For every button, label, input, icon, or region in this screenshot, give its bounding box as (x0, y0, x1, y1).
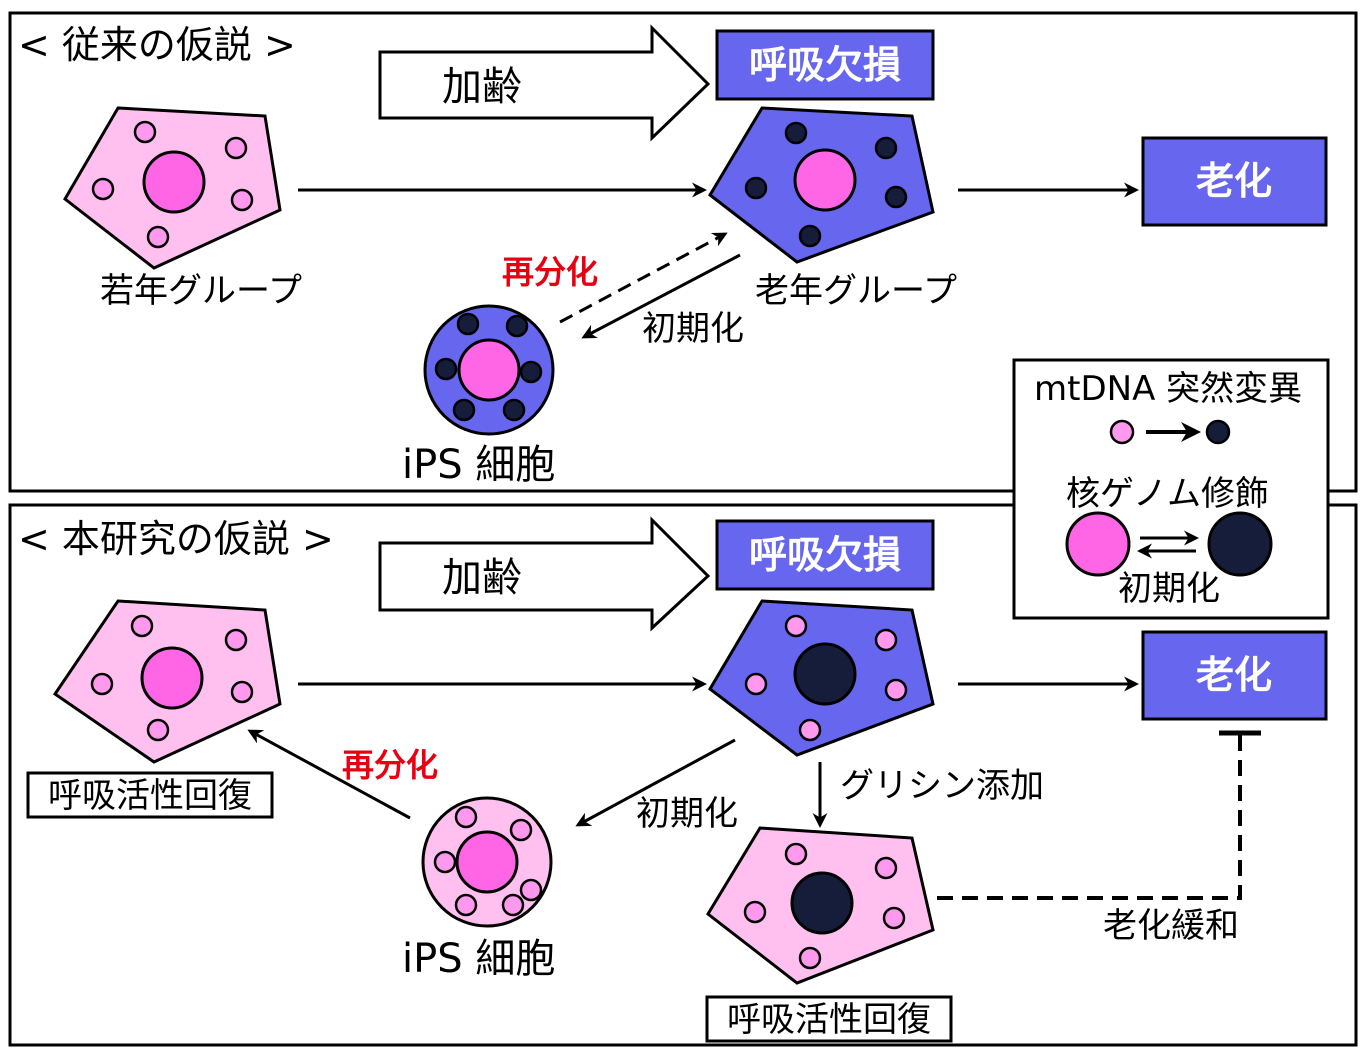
bottom-resp-defect-label: 呼吸欠損 (749, 533, 901, 577)
mitochondrion-mutant (452, 398, 476, 422)
mitochondrion-mutant (519, 360, 543, 384)
mitochondrion (519, 878, 543, 902)
mitochondrion (230, 680, 254, 704)
legend: mtDNA 突然変異 核ゲノム修飾 初期化 (1012, 358, 1330, 620)
legend-nuclear-label: 核ゲノム修飾 (1066, 474, 1269, 514)
bottom-resp-defect-box (715, 519, 935, 591)
mitochondrion (509, 818, 533, 842)
bottom-aging-result-label: 老化 (1196, 653, 1272, 697)
mitochondrion (133, 120, 157, 144)
mitochondrion (743, 900, 767, 924)
nucleus-modified (793, 642, 857, 706)
bottom-restored-left-box (26, 771, 274, 819)
bottom-inhibition-line (937, 735, 1242, 900)
mitochondrion (798, 718, 822, 742)
bottom-old-cell (708, 599, 935, 757)
top-aging-result-label: 老化 (1196, 159, 1272, 203)
nucleus (142, 150, 206, 214)
bottom-ips-cell (421, 796, 553, 928)
legend-reprogramming-label: 初期化 (1118, 569, 1220, 609)
mitochondrion (798, 946, 822, 970)
mitochondrion-mutant (744, 176, 768, 200)
bottom-panel (8, 503, 1358, 1047)
nucleus-modified (790, 871, 854, 935)
bottom-aging-box (1141, 630, 1328, 721)
mitochondrion (884, 678, 908, 702)
mitochondrion (90, 672, 114, 696)
mitochondrion (230, 188, 254, 212)
mitochondrion (433, 850, 457, 874)
mitochondrion (882, 906, 906, 930)
mitochondrion (224, 628, 248, 652)
top-resp-defect-label: 呼吸欠損 (749, 43, 901, 87)
mitochondrion (454, 893, 478, 917)
mitochondrion (130, 614, 154, 638)
mitochondrion (784, 614, 808, 638)
top-aging-label: 加齢 (442, 64, 522, 110)
legend-mito-normal (1109, 419, 1135, 445)
bottom-ips-label: iPS 細胞 (402, 936, 555, 982)
mitochondrion (224, 136, 248, 160)
mitochondrion (874, 856, 898, 880)
bottom-glycine-cell (706, 826, 935, 985)
top-aging-box (1141, 136, 1328, 227)
bottom-restored-bottom-label: 呼吸活性回復 (727, 1000, 931, 1040)
nucleus (793, 148, 857, 212)
top-old-label: 老年グループ (755, 271, 957, 311)
bottom-aging-label: 加齢 (442, 555, 522, 601)
legend-nucleus-modified (1207, 511, 1273, 577)
bottom-arrow-redifferentiation (247, 729, 411, 820)
mitochondrion-mutant (884, 185, 908, 209)
mitochondrion (146, 718, 170, 742)
nucleus (457, 338, 521, 402)
top-aging-block-arrow (378, 24, 711, 142)
legend-nucleus-normal (1065, 511, 1131, 577)
mitochondrion-mutant (505, 314, 529, 338)
top-panel (8, 11, 1358, 493)
bottom-arrow-reprogramming (575, 738, 736, 827)
top-arrow-reprogramming (581, 253, 741, 339)
top-ips-label: iPS 細胞 (402, 442, 555, 488)
bottom-restored-left-label: 呼吸活性回復 (48, 776, 252, 816)
mitochondrion-mutant (784, 121, 808, 145)
bottom-glycine-label: グリシン添加 (840, 766, 1044, 806)
top-heading: < 従来の仮説 > (18, 23, 296, 67)
mitochondrion (784, 842, 808, 866)
mitochondrion (146, 225, 170, 249)
bottom-reprogramming-label: 初期化 (636, 794, 738, 834)
mitochondrion-mutant (456, 312, 480, 336)
top-young-label: 若年グループ (100, 271, 302, 311)
legend-box (1012, 358, 1330, 620)
mitochondrion-mutant (502, 398, 526, 422)
legend-mtdna-label: mtDNA 突然変異 (1034, 369, 1302, 409)
top-ips-cell (423, 304, 555, 436)
mitochondrion-mutant (798, 224, 822, 248)
top-resp-defect-box (715, 29, 935, 101)
top-redifferentiation-label: 再分化 (502, 253, 598, 291)
bottom-heading: < 本研究の仮説 > (18, 517, 334, 561)
mitochondrion (874, 628, 898, 652)
top-reprogramming-label: 初期化 (642, 309, 744, 349)
mitochondrion (501, 893, 525, 917)
bottom-restored-cell-left (52, 599, 282, 764)
legend-mito-mutant (1205, 419, 1231, 445)
top-arrow-redifferentiation (559, 232, 728, 324)
bottom-aging-block-arrow (378, 516, 711, 632)
top-young-cell (63, 106, 282, 270)
mitochondrion-mutant (434, 357, 458, 381)
mitochondrion-mutant (874, 136, 898, 160)
top-old-cell (708, 106, 935, 264)
mitochondrion (744, 672, 768, 696)
mitochondrion (454, 805, 478, 829)
mitochondrion (91, 177, 115, 201)
bottom-restored-bottom-box (705, 995, 953, 1043)
nucleus (455, 830, 519, 894)
bottom-mitigation-label: 老化緩和 (1103, 906, 1239, 946)
nucleus (140, 646, 204, 710)
bottom-redifferentiation-label: 再分化 (342, 746, 438, 784)
